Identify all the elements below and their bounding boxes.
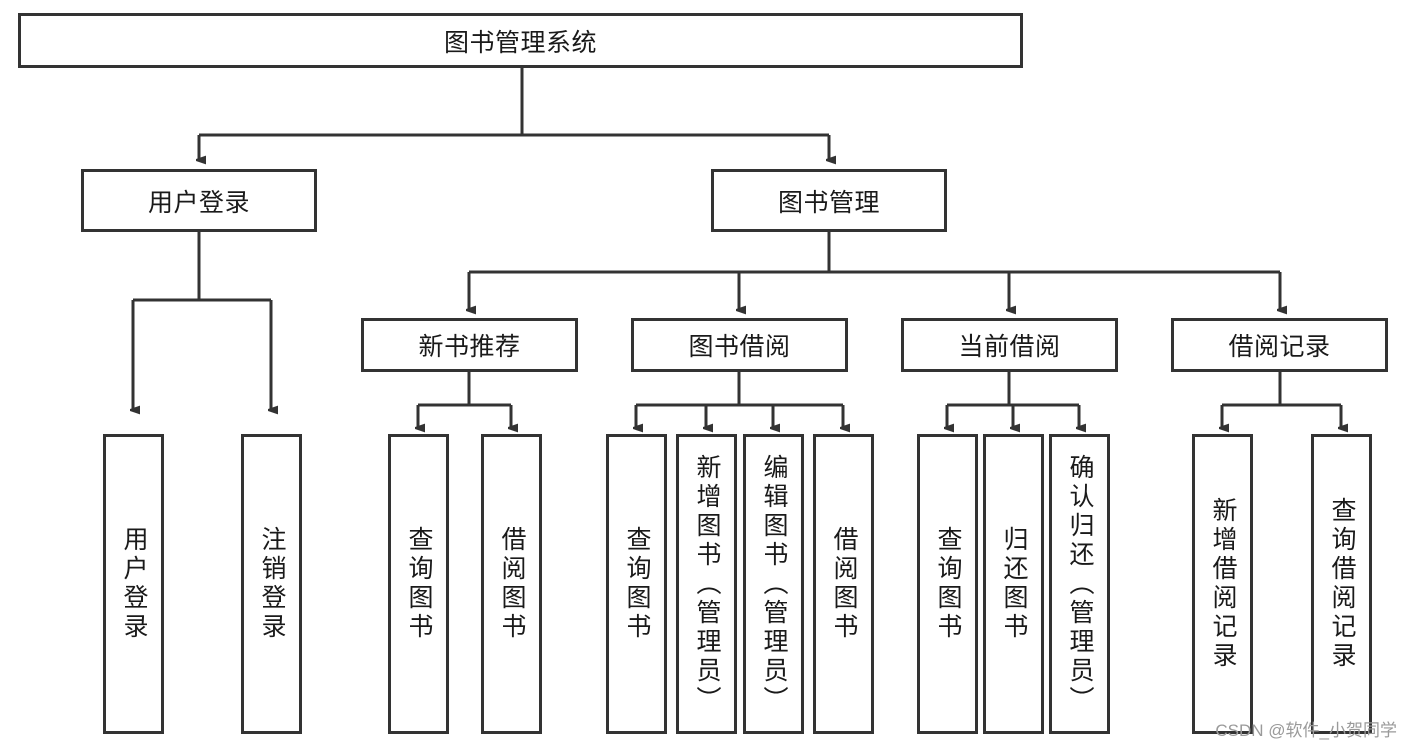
node-label: 用户登录 [147, 188, 250, 217]
node-label: 借阅图书 [498, 526, 526, 642]
node-leaf-add-book-admin[interactable]: 新增图书（管理员） [676, 434, 737, 734]
node-borrow-record[interactable]: 借阅记录 [1171, 318, 1388, 372]
node-leaf-user-login[interactable]: 用户登录 [103, 434, 164, 734]
node-label: 新增图书（管理员） [693, 453, 721, 715]
node-label: 借阅记录 [1228, 333, 1331, 361]
node-label: 借阅图书 [830, 526, 858, 642]
node-leaf-query-book-borrow[interactable]: 查询图书 [606, 434, 667, 734]
node-current-borrow[interactable]: 当前借阅 [901, 318, 1118, 372]
node-leaf-query-book-recommend[interactable]: 查询图书 [388, 434, 449, 734]
node-leaf-borrow-book[interactable]: 借阅图书 [813, 434, 874, 734]
node-label: 编辑图书（管理员） [760, 453, 788, 715]
node-label: 查询图书 [623, 526, 651, 642]
node-leaf-add-borrow-record[interactable]: 新增借阅记录 [1192, 434, 1253, 734]
node-label: 图书借阅 [688, 333, 791, 361]
watermark-text: CSDN @软件_小贺同学 [1215, 721, 1397, 740]
node-leaf-edit-book-admin[interactable]: 编辑图书（管理员） [743, 434, 804, 734]
node-root-book-management-system[interactable]: 图书管理系统 [18, 13, 1023, 68]
node-book-management[interactable]: 图书管理 [711, 169, 947, 232]
node-label: 确认归还（管理员） [1066, 453, 1094, 715]
node-leaf-logout[interactable]: 注销登录 [241, 434, 302, 734]
node-leaf-return-book[interactable]: 归还图书 [983, 434, 1044, 734]
node-leaf-query-book-current[interactable]: 查询图书 [917, 434, 978, 734]
node-label: 用户登录 [120, 526, 148, 642]
node-label: 归还图书 [1000, 526, 1028, 642]
node-label: 图书管理系统 [443, 28, 597, 57]
node-new-book-recommend[interactable]: 新书推荐 [361, 318, 578, 372]
node-label: 查询图书 [934, 526, 962, 642]
node-label: 查询图书 [405, 526, 433, 642]
node-book-borrow[interactable]: 图书借阅 [631, 318, 848, 372]
node-label: 新书推荐 [418, 333, 521, 361]
node-label: 新增借阅记录 [1209, 497, 1237, 671]
node-label: 当前借阅 [958, 333, 1061, 361]
node-leaf-borrow-book-recommend[interactable]: 借阅图书 [481, 434, 542, 734]
node-label: 图书管理 [777, 188, 880, 217]
node-label: 注销登录 [258, 526, 286, 642]
node-leaf-confirm-return-admin[interactable]: 确认归还（管理员） [1049, 434, 1110, 734]
node-user-login[interactable]: 用户登录 [81, 169, 317, 232]
node-label: 查询借阅记录 [1328, 497, 1356, 671]
node-leaf-query-borrow-record[interactable]: 查询借阅记录 [1311, 434, 1372, 734]
